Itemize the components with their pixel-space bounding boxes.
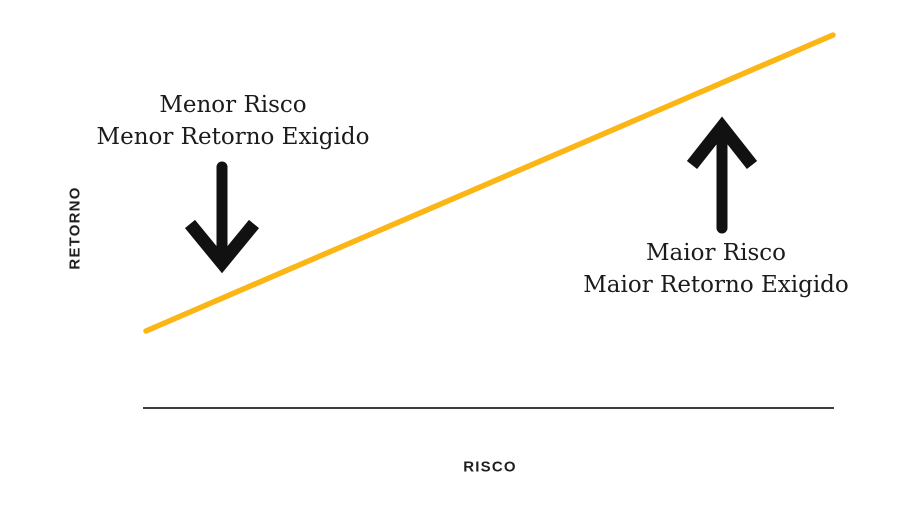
x-axis-label: RISCO <box>463 458 517 476</box>
annotation-higher-risk-line2: Maior Retorno Exigido <box>583 272 849 298</box>
up-arrow-icon <box>686 116 758 234</box>
annotation-higher-risk: Maior Risco Maior Retorno Exigido <box>583 237 849 301</box>
up-arrow-head <box>686 116 758 170</box>
y-axis-label: RETORNO <box>66 186 84 270</box>
risk-return-trend-line <box>143 32 836 334</box>
annotation-higher-risk-line1: Maior Risco <box>646 240 786 266</box>
annotation-lower-risk-line1: Menor Risco <box>159 92 307 118</box>
down-arrow-icon <box>184 161 260 274</box>
annotation-lower-risk-line2: Menor Retorno Exigido <box>96 124 370 150</box>
down-arrow-head <box>184 219 260 274</box>
annotation-lower-risk: Menor Risco Menor Retorno Exigido <box>97 89 370 153</box>
